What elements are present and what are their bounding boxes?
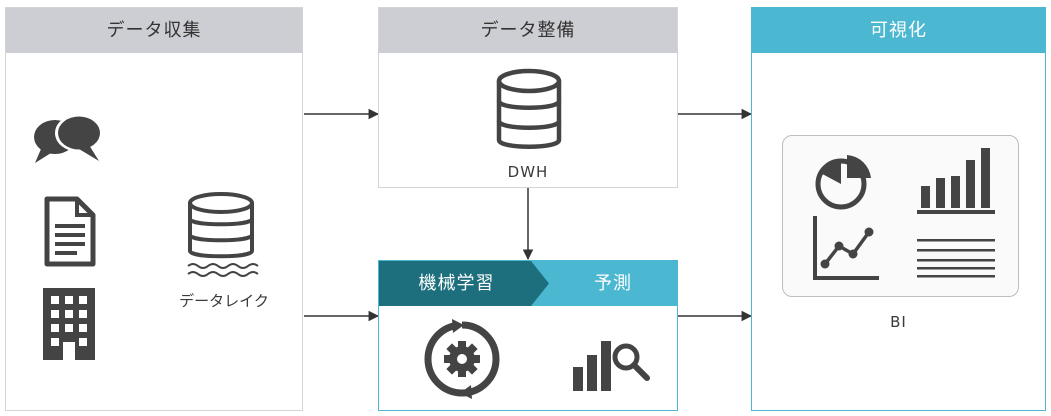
collect-panel: データ収集 (5, 7, 303, 411)
building-icon (43, 288, 95, 360)
bar-chart-icon (917, 148, 995, 214)
dwh-label: DWH (507, 163, 549, 181)
visualize-panel-title: 可視化 (752, 8, 1045, 53)
ml-label: 機械学習 (418, 273, 495, 294)
prepare-panel: データ整備 DWH (378, 7, 678, 188)
ml-banner (379, 261, 677, 306)
database-icon (496, 68, 562, 149)
data-lake-label: データレイク (179, 292, 269, 310)
bi-dashboard-card (782, 135, 1019, 297)
ml-panel: 機械学習 予測 (378, 260, 678, 411)
bar-chart-magnifier-icon (573, 341, 650, 391)
database-lake-icon (187, 192, 259, 277)
prediction-label: 予測 (594, 273, 632, 294)
visualize-panel: 可視化 (751, 7, 1046, 411)
collect-panel-title: データ収集 (6, 8, 302, 53)
line-chart-icon (813, 216, 879, 280)
prepare-panel-title: データ整備 (379, 8, 677, 53)
document-icon (44, 196, 96, 267)
pie-chart-icon (815, 155, 871, 210)
bi-label: BI (890, 313, 907, 331)
report-lines-icon (917, 239, 995, 278)
gear-cycle-icon (424, 319, 500, 399)
chat-bubbles-icon (34, 114, 103, 163)
